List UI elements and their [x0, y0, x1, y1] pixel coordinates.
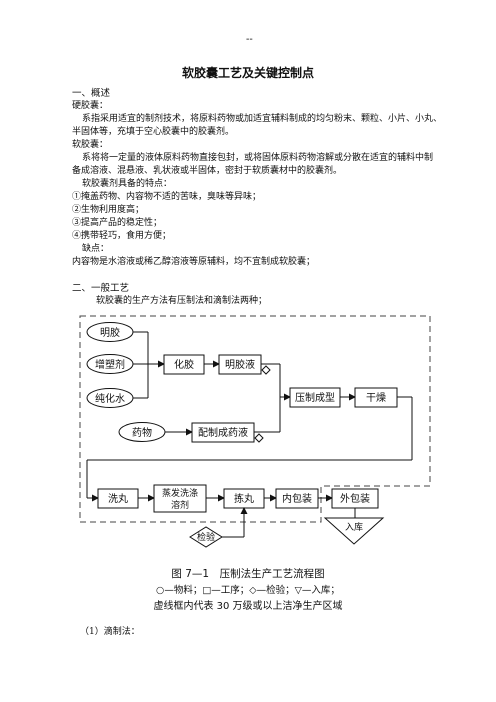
figure-legend: ○—物料；□—工序；◇—检验；▽—入库；	[156, 585, 340, 596]
step-pill-washing-label: 洗丸	[108, 492, 128, 505]
inspection-diamond	[254, 433, 264, 443]
text-line: 系指采用适宜的制剂技术，将原料药物或加适宜辅料制成的均匀粉末、颗粒、小片、小丸、	[82, 114, 443, 124]
text-line: ③提高产品的稳定性；	[72, 218, 163, 228]
step-drug-solution-label: 配制成药液	[198, 426, 248, 439]
process-flow-diagram: 明胶 增塑剂 纯化水 药物 化胶 明胶液 配制成药液 压	[79, 315, 431, 548]
section-heading-process: 二、一般工艺	[72, 283, 130, 294]
text-line: ①掩盖药物、内容物不适的苦味，臭味等异味；	[72, 192, 262, 202]
step-gelatin-solution-label: 明胶液	[225, 358, 255, 371]
text-line: 缺点：	[82, 244, 110, 254]
text-line: 备成溶液、混悬液、乳状液或半固体，密封于软质囊材中的胶囊剂。	[72, 166, 343, 176]
inspection-label: 检验	[197, 531, 215, 543]
material-plasticizer-label: 增塑剂	[95, 358, 125, 371]
step-gelatin-melting-label: 化胶	[174, 358, 194, 371]
text-line: 软胶囊的生产方法有压制法和滴制法两种；	[96, 296, 268, 306]
text-line: 系将将一定量的液体原料药物直接包封，或将固体原料药物溶解或分散在适宜的辅料中制	[82, 153, 434, 163]
text-line: 硬胶囊：	[72, 101, 109, 111]
header-mark: --	[246, 34, 253, 45]
section-heading-overview: 一、概述	[72, 88, 111, 99]
text-line: 半固体等，充填于空心胶囊中的胶囊剂。	[72, 127, 235, 137]
step-evaporate-solvent-label: 蒸发洗涤	[162, 487, 198, 499]
material-gelatin-label: 明胶	[100, 326, 120, 339]
step-outer-packaging-label: 外包装	[340, 492, 370, 505]
inspection-diamond	[261, 365, 271, 375]
text-line: 内容物是水溶液或稀乙醇溶液等原辅料，均不宜制成软胶囊；	[72, 257, 316, 267]
text-line: 软胶囊：	[72, 140, 109, 150]
step-press-forming-label: 压制成型	[295, 391, 335, 404]
material-purified-water-label: 纯化水	[95, 392, 125, 405]
text-line: 软胶囊剂具备的特点：	[82, 179, 173, 189]
subsection-heading-dropping-method: （1）滴制法：	[80, 627, 140, 637]
step-evaporate-solvent-label-2: 溶剂	[171, 499, 189, 511]
step-inner-packaging-label: 内包装	[282, 492, 312, 505]
step-evaporate-solvent	[153, 484, 207, 513]
text-line: ②生物利用度高；	[72, 205, 145, 215]
step-drying-label: 干燥	[366, 392, 386, 404]
text-line: ④携带轻巧，食用方便；	[72, 231, 172, 241]
page-title: 软胶囊工艺及关键控制点	[181, 66, 314, 80]
figure-note: 虚线框内代表 30 万级或以上洁净生产区域	[153, 601, 343, 612]
storage-label: 入库	[345, 521, 363, 533]
material-drug-label: 药物	[132, 426, 152, 439]
storage-triangle	[323, 517, 385, 545]
clean-area-boundary	[79, 315, 431, 523]
figure-caption: 图 7—1 压制法生产工艺流程图	[171, 568, 325, 580]
step-pill-sorting-label: 拣丸	[234, 492, 254, 505]
